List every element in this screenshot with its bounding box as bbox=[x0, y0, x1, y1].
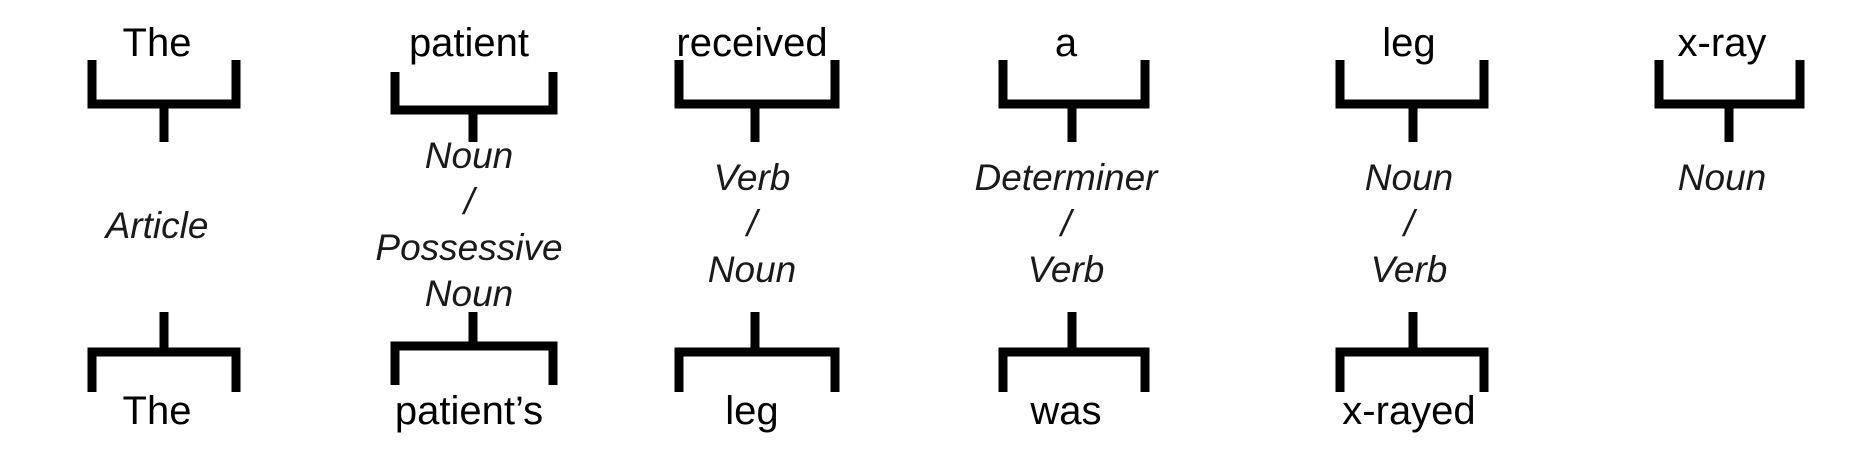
pos-line: / bbox=[1058, 203, 1075, 244]
top-word: patient bbox=[409, 21, 529, 65]
bottom-word: The bbox=[123, 389, 192, 433]
part-of-speech-label: Noun / Verb bbox=[1365, 157, 1453, 290]
column-6: x-ray Noun bbox=[1654, 21, 1805, 198]
top-word: x-ray bbox=[1678, 21, 1767, 65]
column-5: leg Noun / Verb x-rayed bbox=[1335, 21, 1489, 433]
bottom-brace bbox=[87, 312, 241, 392]
pos-line: Noun bbox=[425, 135, 513, 176]
pos-line: / bbox=[461, 181, 478, 222]
pos-line: Noun bbox=[1678, 157, 1766, 198]
pos-line: Noun bbox=[425, 273, 513, 314]
top-brace bbox=[87, 60, 241, 142]
pos-line: / bbox=[1401, 203, 1418, 244]
part-of-speech-label: Article bbox=[104, 205, 209, 246]
pos-line: Possessive bbox=[375, 227, 562, 268]
bottom-brace bbox=[674, 312, 840, 392]
pos-line: Verb bbox=[714, 157, 791, 198]
column-4: a Determiner / Verb was bbox=[975, 21, 1160, 433]
pos-line: Noun bbox=[1365, 157, 1453, 198]
pos-line: Article bbox=[104, 205, 209, 246]
top-brace bbox=[998, 60, 1150, 142]
top-word: The bbox=[123, 21, 192, 65]
top-brace bbox=[1654, 60, 1805, 142]
part-of-speech-label: Verb / Noun bbox=[708, 157, 796, 290]
top-word: received bbox=[676, 21, 827, 65]
top-brace bbox=[1335, 60, 1489, 142]
bottom-brace bbox=[1335, 312, 1489, 392]
top-brace bbox=[390, 72, 558, 142]
bottom-brace bbox=[390, 312, 558, 385]
column-2: patient Noun / Possessive Noun patient’s bbox=[375, 21, 562, 433]
part-of-speech-label: Determiner / Verb bbox=[975, 157, 1160, 290]
column-3: received Verb / Noun leg bbox=[674, 21, 840, 433]
part-of-speech-label: Noun bbox=[1678, 157, 1766, 198]
pos-line: / bbox=[744, 203, 761, 244]
pos-line: Verb bbox=[1028, 249, 1105, 290]
column-1: The Article The bbox=[87, 21, 241, 433]
pos-line: Verb bbox=[1371, 249, 1448, 290]
bottom-word: x-rayed bbox=[1342, 389, 1475, 433]
part-of-speech-label: Noun / Possessive Noun bbox=[375, 135, 562, 314]
pos-line: Noun bbox=[708, 249, 796, 290]
top-word: a bbox=[1055, 21, 1078, 65]
bottom-brace bbox=[998, 312, 1150, 392]
bottom-word: leg bbox=[725, 389, 778, 433]
top-brace bbox=[674, 60, 840, 142]
pos-line: Determiner bbox=[975, 157, 1160, 198]
bottom-word: was bbox=[1029, 389, 1101, 433]
top-word: leg bbox=[1382, 21, 1435, 65]
bottom-word: patient’s bbox=[395, 389, 543, 433]
